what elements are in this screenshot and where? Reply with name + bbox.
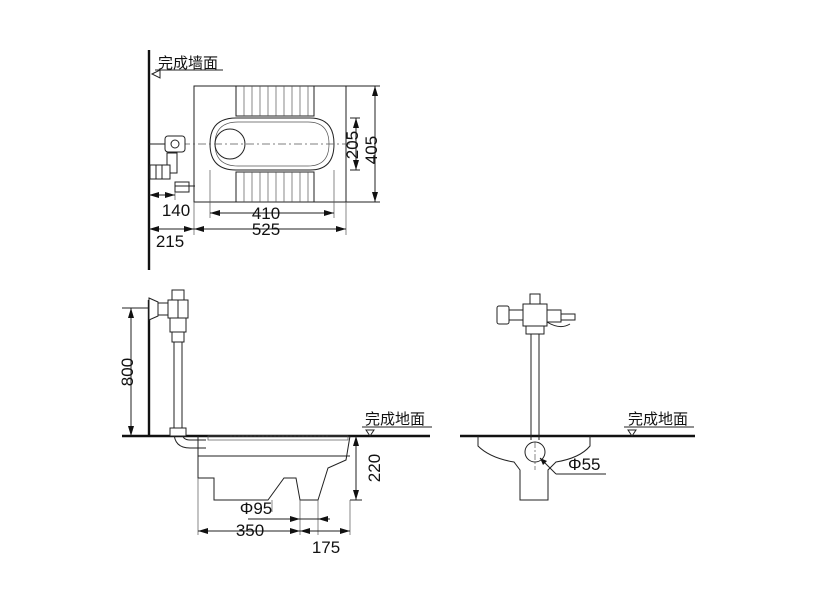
section-pan-body xyxy=(197,435,351,501)
svg-text:410: 410 xyxy=(252,204,280,223)
svg-text:215: 215 xyxy=(156,232,184,251)
dim-175: 175 xyxy=(300,528,350,557)
svg-text:220: 220 xyxy=(365,454,384,482)
plan-bowl xyxy=(209,117,335,171)
svg-text:350: 350 xyxy=(236,521,264,540)
side-section-view: 完成地面 xyxy=(118,289,432,557)
plan-ribs-bottom xyxy=(235,171,315,203)
plan-flush-valve xyxy=(149,135,195,193)
section-flush-valve xyxy=(148,289,206,449)
svg-text:Φ55: Φ55 xyxy=(568,455,600,474)
plan-view: 完成墙面 xyxy=(147,50,381,270)
wall-finish-label: 完成墙面 xyxy=(158,55,218,72)
svg-text:Φ95: Φ95 xyxy=(240,499,272,518)
svg-text:175: 175 xyxy=(312,538,340,557)
front-pan-body xyxy=(477,436,591,501)
dim-phi95: Φ95 xyxy=(240,499,330,522)
dim-410: 410 xyxy=(210,204,334,223)
svg-text:525: 525 xyxy=(252,220,280,239)
wall-label-marker-icon xyxy=(150,69,161,79)
dim-phi55: Φ55 xyxy=(539,455,606,475)
dim-405: 405 xyxy=(346,85,381,203)
floor-finish-label-left: 完成地面 xyxy=(365,411,425,428)
dim-215: 215 xyxy=(149,226,194,251)
dim-140: 140 xyxy=(149,192,190,220)
dim-800: 800 xyxy=(118,307,149,436)
svg-text:800: 800 xyxy=(118,358,137,386)
plan-bowl-inner xyxy=(214,121,330,167)
svg-text:205: 205 xyxy=(343,131,362,159)
svg-text:405: 405 xyxy=(362,136,381,164)
floor-marker-icon-right xyxy=(627,429,637,437)
dim-525: 525 xyxy=(194,220,346,239)
floor-marker-icon-left xyxy=(365,429,375,437)
floor-finish-label-right: 完成地面 xyxy=(628,411,688,428)
front-section-view: 完成地面 Φ55 xyxy=(460,293,695,501)
dim-220: 220 xyxy=(350,436,384,501)
dim-350: 350 xyxy=(198,521,300,540)
plan-ribs-top xyxy=(235,85,315,117)
front-flush-valve xyxy=(496,293,576,440)
svg-text:140: 140 xyxy=(162,201,190,220)
dim-205: 205 xyxy=(343,117,362,171)
